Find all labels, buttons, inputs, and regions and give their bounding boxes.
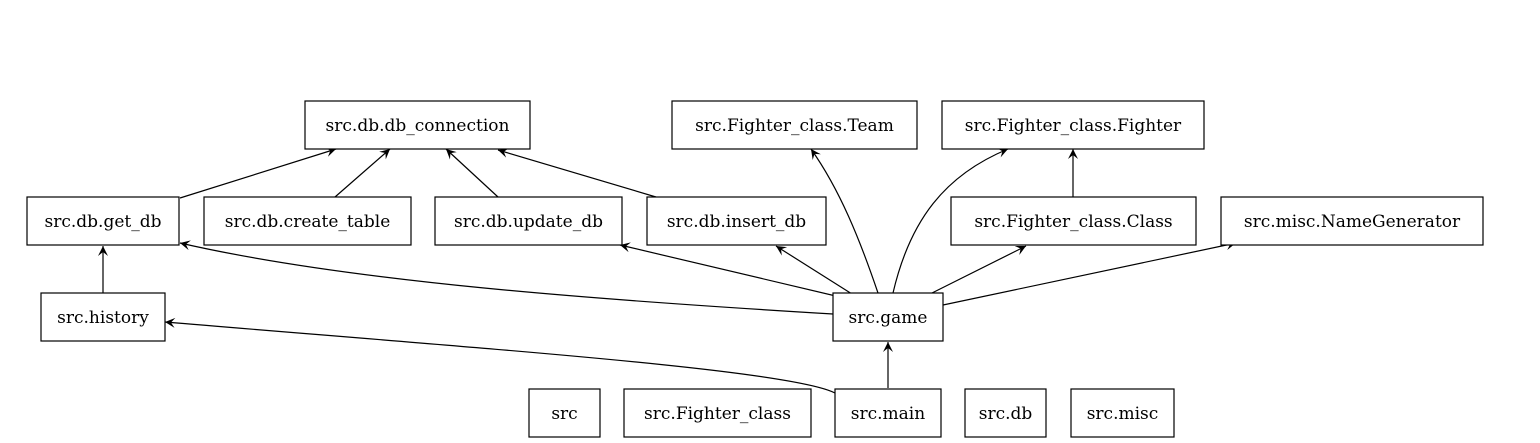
node-fighter-class-fighter: src.Fighter_class.Fighter	[941, 100, 1205, 150]
edge-get_db-to-db_connection	[179, 147, 337, 199]
node-label: src.db.insert_db	[667, 212, 806, 232]
edge-main-to-history	[164, 317, 836, 394]
edge-game-to-class	[931, 245, 1027, 294]
node-fighter-class-class: src.Fighter_class.Class	[950, 196, 1197, 246]
node-label: src.db.create_table	[225, 212, 391, 232]
node-label: src.db.db_connection	[326, 116, 510, 136]
node-misc-package: src.misc	[1070, 388, 1175, 438]
node-fighter-class-package: src.Fighter_class	[623, 388, 812, 438]
node-label: src.db.update_db	[454, 212, 603, 232]
node-insert-db: src.db.insert_db	[646, 196, 827, 246]
node-fighter-class-team: src.Fighter_class.Team	[671, 100, 918, 150]
node-update-db: src.db.update_db	[434, 196, 623, 246]
node-label: src.misc	[1087, 404, 1159, 424]
node-history: src.history	[40, 292, 166, 342]
node-label: src.main	[851, 404, 925, 424]
node-label: src.Fighter_class.Class	[974, 212, 1172, 232]
node-label: src.Fighter_class.Team	[695, 116, 894, 136]
node-label: src	[551, 404, 577, 424]
edge-create_table-to-db_connection	[334, 148, 391, 198]
node-misc-namegenerator: src.misc.NameGenerator	[1220, 196, 1484, 246]
edge-game-to-get_db	[179, 240, 834, 315]
node-db-connection: src.db.db_connection	[304, 100, 531, 150]
edges	[98, 147, 1237, 394]
node-label: src.Fighter_class.Fighter	[965, 116, 1182, 136]
node-label: src.game	[849, 308, 928, 328]
node-label: src.db	[979, 404, 1033, 424]
edge-game-to-insert_db	[775, 245, 853, 295]
node-main: src.main	[834, 388, 942, 438]
edge-game-to-team	[810, 148, 879, 294]
edge-game-to-update_db	[619, 242, 841, 298]
node-label: src.misc.NameGenerator	[1244, 212, 1461, 232]
node-src: src	[528, 388, 601, 438]
node-label: src.db.get_db	[45, 212, 162, 232]
edge-update_db-to-db_connection	[445, 148, 499, 198]
edge-game-to-fighter	[892, 148, 1009, 294]
node-create-table: src.db.create_table	[203, 196, 412, 246]
edge-insert_db-to-db_connection	[497, 148, 657, 198]
node-get-db: src.db.get_db	[26, 196, 180, 246]
node-game: src.game	[832, 292, 944, 342]
node-label: src.history	[57, 308, 149, 328]
node-db-package: src.db	[964, 388, 1047, 438]
edge-game-to-namegen	[942, 240, 1237, 306]
nodes: src.db.db_connection src.Fighter_class.T…	[26, 100, 1484, 438]
node-label: src.Fighter_class	[644, 404, 791, 424]
